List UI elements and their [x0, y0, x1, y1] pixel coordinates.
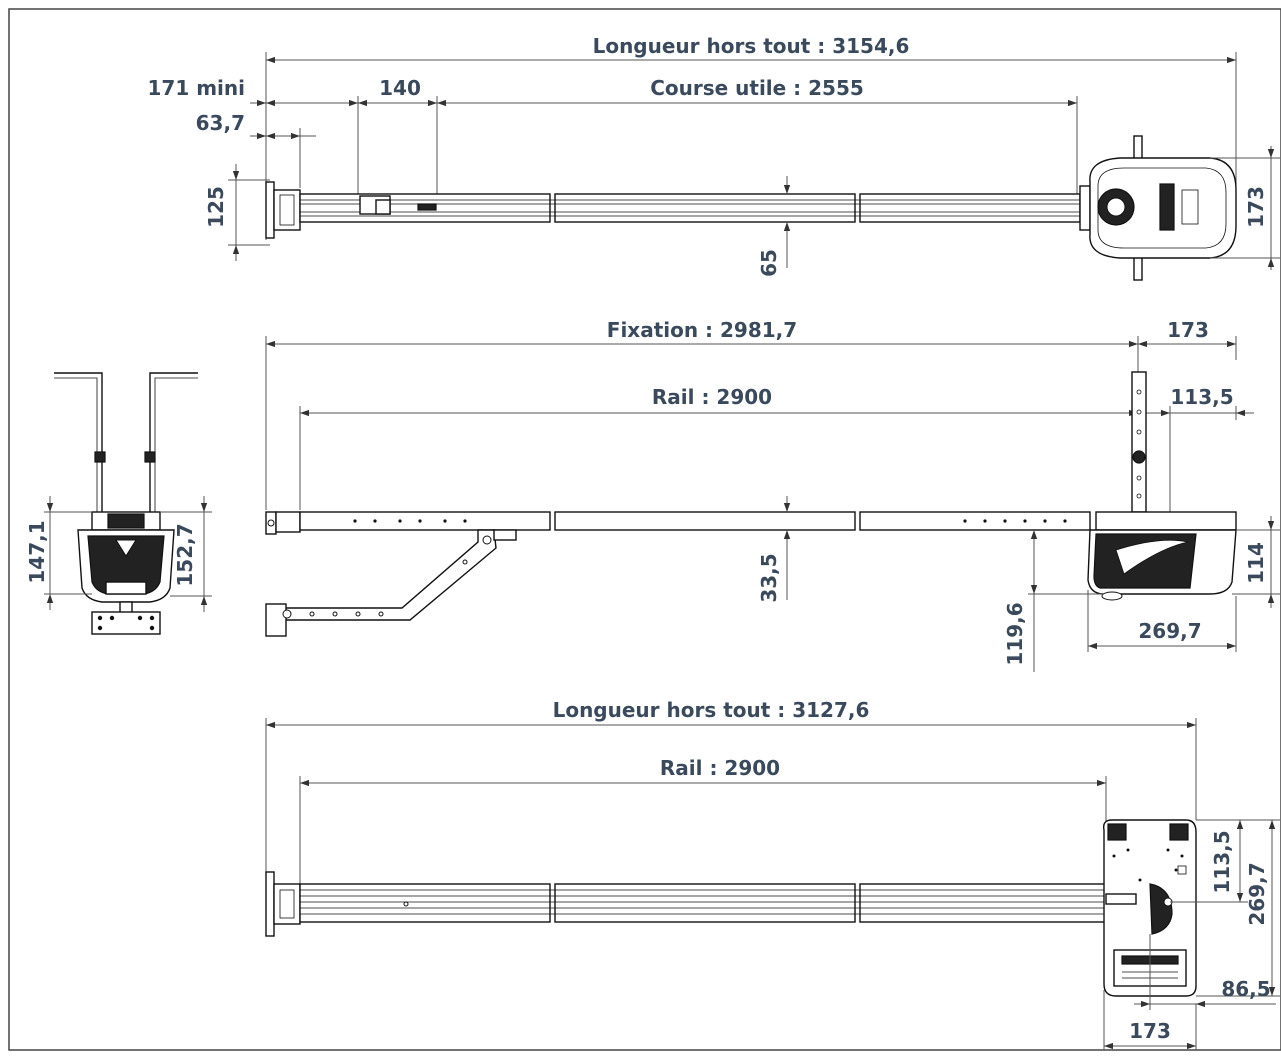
- side-clearance: 119,6: [1003, 602, 1027, 665]
- bottom-motor-length: 269,7: [1245, 862, 1269, 925]
- top-trolley-width: 140: [379, 76, 421, 100]
- top-view: Longueur hors tout : 3154,6 171 mini 140…: [148, 34, 1280, 281]
- end-height-right: 152,7: [173, 523, 197, 586]
- top-overall-length: Longueur hors tout : 3154,6: [593, 34, 910, 58]
- side-motor-offset: 173: [1167, 318, 1209, 342]
- top-motor-width: 173: [1244, 186, 1268, 228]
- top-min-offset: 171 mini: [148, 76, 246, 100]
- top-bracket-height: 125: [204, 186, 228, 228]
- side-rail-length: Rail : 2900: [652, 385, 772, 409]
- bottom-axis-offset: 113,5: [1210, 830, 1234, 893]
- side-fixation: Fixation : 2981,7: [607, 318, 797, 342]
- side-motor-height: 114: [1244, 542, 1268, 584]
- bottom-overall-length: Longueur hors tout : 3127,6: [553, 698, 870, 722]
- bottom-view: Longueur hors tout : 3127,6 Rail : 2900: [265, 698, 1280, 1050]
- side-view: Fixation : 2981,7 173 Rail : 2900 113,5: [265, 318, 1280, 672]
- top-useful-stroke: Course utile : 2555: [650, 76, 864, 100]
- bottom-offset: 86,5: [1221, 977, 1270, 1001]
- end-view: 147,1 152,7: [25, 372, 212, 635]
- side-motor-length: 269,7: [1138, 619, 1201, 643]
- side-hanger-offset: 113,5: [1170, 385, 1233, 409]
- top-rail-width: 65: [757, 249, 781, 277]
- drawing-frame: [8, 8, 1281, 1051]
- top-bracket-offset: 63,7: [196, 111, 245, 135]
- side-rail-height: 33,5: [757, 553, 781, 602]
- bottom-rail-length: Rail : 2900: [660, 756, 780, 780]
- end-height-left: 147,1: [25, 520, 49, 583]
- bottom-motor-width: 173: [1129, 1019, 1171, 1043]
